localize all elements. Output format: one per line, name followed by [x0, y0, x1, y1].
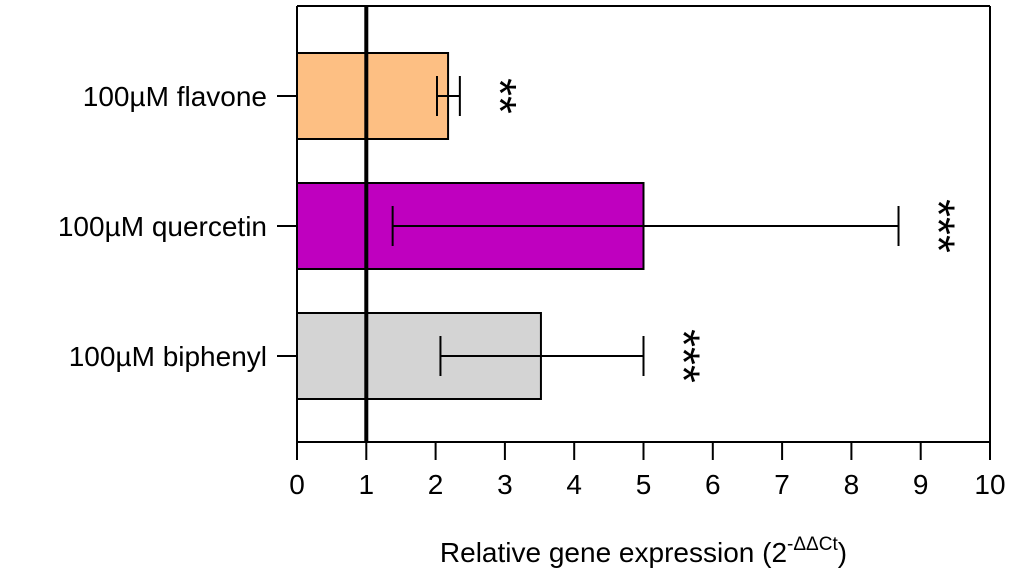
category-label-2: 100µM quercetin [58, 211, 267, 242]
category-label-1: 100µM flavone [83, 81, 267, 112]
x-tick-label-6: 6 [705, 469, 721, 500]
x-axis-title-end: ) [838, 537, 847, 568]
y-axis-ticks: 100µM flavone 100µM quercetin 100µM biphen… [58, 81, 297, 372]
x-axis-title: Relative gene expression (2-ΔΔCt) [440, 534, 847, 568]
x-tick-label-7: 7 [774, 469, 790, 500]
significance-mark-2: *** [913, 199, 965, 253]
error-bars-layer [391, 76, 900, 376]
x-tick-label-10: 10 [974, 469, 1005, 500]
bar-1 [296, 52, 450, 140]
x-tick-label-1: 1 [359, 469, 375, 500]
category-label-3: 100µM biphenyl [69, 341, 267, 372]
x-axis-ticks: 0 1 2 3 4 5 6 7 8 9 10 [289, 442, 1006, 500]
x-tick-label-4: 4 [566, 469, 582, 500]
x-tick-label-0: 0 [289, 469, 305, 500]
x-tick-label-8: 8 [844, 469, 860, 500]
x-tick-label-3: 3 [497, 469, 513, 500]
x-axis-title-superscript: -ΔΔCt [787, 534, 838, 555]
x-tick-label-2: 2 [428, 469, 444, 500]
x-tick-label-9: 9 [913, 469, 929, 500]
significance-marks: ******** [474, 78, 965, 383]
x-axis-title-main: Relative gene expression (2 [440, 537, 787, 568]
x-tick-label-5: 5 [636, 469, 652, 500]
significance-mark-3: *** [658, 329, 710, 383]
significance-mark-1: ** [474, 78, 526, 114]
